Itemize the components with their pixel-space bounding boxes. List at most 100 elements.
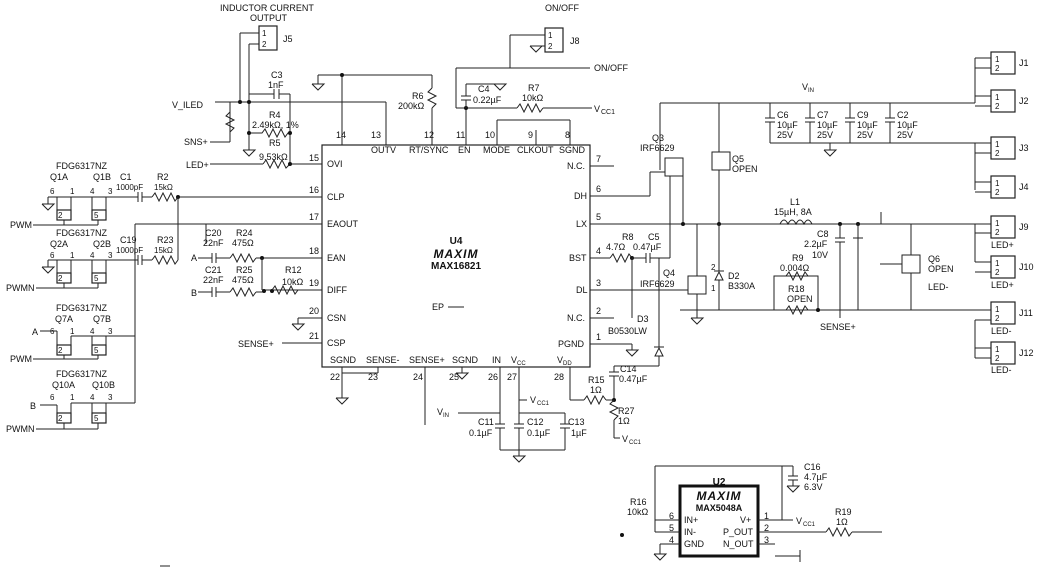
u4-pin-outv: OUTV — [371, 145, 396, 155]
q4-value: IRF6629 — [640, 279, 675, 289]
j4-connector — [990, 175, 1016, 199]
c4-ref: C4 — [478, 84, 490, 94]
u4-pin-clkout: CLKOUT — [517, 145, 554, 155]
j5-pin2: 2 — [262, 40, 267, 49]
r12-ref: R12 — [285, 265, 302, 275]
u2-pin-inp: IN+ — [684, 515, 698, 525]
u4-pin24-num: 24 — [413, 372, 423, 382]
u4-pin-sgnd2: SGND — [452, 355, 479, 365]
u4-pin-in: IN — [492, 355, 501, 365]
j12-pin1: 1 — [995, 345, 1000, 354]
c2-value: 10µF — [897, 120, 918, 130]
q2-pin6: 6 — [50, 251, 55, 260]
led-minus-j11-label: LED- — [991, 326, 1012, 336]
j9-pin2: 2 — [995, 228, 1000, 237]
q6-mosfet — [901, 254, 921, 274]
r6-resistor — [426, 87, 438, 109]
r4-ref: R4 — [269, 110, 281, 120]
switch-bank-q2: FDG6317NZ Q2A Q2B 6 1 4 3 2 5 PWMN C19 1… — [6, 197, 179, 293]
u4-pin-sgnd-top: SGND — [559, 145, 586, 155]
j8-pin2: 2 — [548, 42, 553, 51]
q2-part: FDG6317NZ — [56, 228, 108, 238]
u2-ref: U2 — [713, 477, 726, 488]
u4-pin-bst: BST — [569, 253, 587, 263]
led-minus-q6-label: LED- — [928, 282, 949, 292]
d2-pin1: 1 — [711, 284, 716, 293]
u4-pin1-num: 1 — [596, 332, 601, 342]
led-plus-j10-label: LED+ — [991, 280, 1014, 290]
q3-ref: Q3 — [652, 133, 664, 143]
u2-logo: MAXIM — [697, 489, 742, 503]
j12-pin2: 2 — [995, 354, 1000, 363]
b2-label: B — [191, 288, 197, 298]
d2-ref: D2 — [728, 271, 740, 281]
c7-ref: C7 — [817, 110, 829, 120]
j11-connector — [990, 301, 1016, 325]
r15-ref: R15 — [588, 375, 605, 385]
q1a-ref: Q1A — [50, 172, 68, 182]
c6-ref: C6 — [777, 110, 789, 120]
u2-pin-nout: N_OUT — [723, 539, 754, 549]
vcc1-c12-label: V — [530, 395, 536, 405]
q10-pin1: 1 — [70, 393, 75, 402]
j10-pin2: 2 — [995, 268, 1000, 277]
a1-label: A — [32, 327, 38, 337]
d2-diode — [714, 270, 724, 281]
q7-pin2: 2 — [58, 346, 63, 355]
q1-pin6: 6 — [50, 187, 55, 196]
u2-pin1-num: 1 — [764, 511, 769, 521]
j12-label: J12 — [1019, 348, 1034, 358]
u2-body — [678, 484, 760, 558]
q2-pin2: 2 — [58, 274, 63, 283]
j12-connector — [990, 341, 1016, 365]
q7-pin4: 4 — [90, 327, 95, 336]
vcc1-r7-label: V — [594, 104, 600, 114]
on-off-network: ON/OFF 1 2 J8 ON/OFF C4 0.22µF R7 10kΩ V… — [455, 3, 628, 130]
u4-pin7-num: 7 — [596, 154, 601, 164]
c1-value: 1000pF — [116, 183, 143, 192]
r16-ref: R16 — [630, 497, 647, 507]
j4-pin1: 1 — [995, 179, 1000, 188]
c11-ref: C11 — [478, 417, 494, 427]
r24-value: 475Ω — [232, 238, 254, 248]
r7-ref: R7 — [528, 83, 540, 93]
j4-label: J4 — [1019, 182, 1029, 192]
rt-sync-network: R6 200kΩ — [311, 73, 438, 111]
q6-value: OPEN — [928, 264, 954, 274]
u4-pin-lx: LX — [576, 219, 587, 229]
u2-pin6-num: 6 — [669, 511, 674, 521]
j9-label: J9 — [1019, 222, 1029, 232]
c6-rating: 25V — [777, 130, 793, 140]
u2-pin5-num: 5 — [669, 523, 674, 533]
u4-pin25-num: 25 — [449, 372, 459, 382]
u4-body — [321, 144, 591, 368]
j10-pin1: 1 — [995, 259, 1000, 268]
d3-ref: D3 — [637, 314, 649, 324]
q1-pin4: 4 — [90, 187, 95, 196]
j1-connector — [990, 51, 1016, 75]
c14-value: 0.47µF — [619, 374, 648, 384]
r8-value: 4.7Ω — [606, 242, 626, 252]
j5-label: J5 — [283, 34, 293, 44]
c8-ref: C8 — [817, 229, 829, 239]
u4-pin4-num: 4 — [596, 246, 601, 256]
q5-ref: Q5 — [732, 154, 744, 164]
j3-pin2: 2 — [995, 149, 1000, 158]
j11-pin1: 1 — [995, 305, 1000, 314]
j5-pin1: 1 — [262, 29, 267, 38]
power-stage: V IN Q3 IRF6629 Q5 OPEN C6 10µF 25V — [606, 51, 1034, 375]
j2-pin1: 1 — [995, 93, 1000, 102]
q10b-ref: Q10B — [92, 380, 115, 390]
j11-label: J11 — [1019, 308, 1033, 318]
switch-bank-q7: FDG6317NZ Q7A Q7B 6 1 4 3 2 5 A PWM — [10, 303, 135, 364]
q2a-ref: Q2A — [50, 239, 68, 249]
u4-pin8-num: 8 — [565, 130, 570, 140]
u4-pin-en: EN — [458, 145, 471, 155]
c1-ref: C1 — [120, 172, 132, 182]
q10-part: FDG6317NZ — [56, 369, 108, 379]
switch-bank-q1: FDG6317NZ Q1A Q1B 6 1 4 3 2 5 PWM C1 100… — [10, 161, 180, 230]
r5-ref: R5 — [269, 138, 281, 148]
q10-pin5: 5 — [94, 414, 99, 423]
r4-resistor — [249, 127, 290, 139]
u4-pin27-num: 27 — [507, 372, 517, 382]
